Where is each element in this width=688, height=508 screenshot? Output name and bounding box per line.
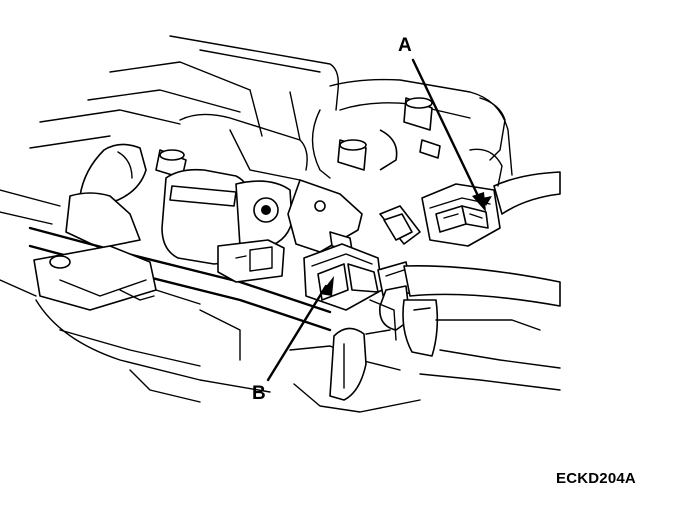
engine-body-outline (29, 35, 513, 181)
mounting-bracket (287, 179, 363, 253)
leader-line-a (411, 58, 482, 202)
leader-line-b (266, 284, 328, 382)
stud-bolts (155, 97, 441, 179)
leader-arrowhead-a (472, 192, 486, 212)
callout-leaders (266, 58, 486, 382)
callout-label-a: A (398, 35, 412, 56)
sensor-housing (161, 168, 293, 283)
left-hoses (0, 143, 332, 332)
wire-harness-a (469, 148, 561, 215)
lower-right-fitting (293, 299, 561, 413)
leader-arrowhead-b (320, 276, 334, 296)
lower-frame (0, 245, 401, 403)
callout-label-b: B (252, 383, 266, 404)
figure-code: ECKD204A (556, 470, 636, 487)
